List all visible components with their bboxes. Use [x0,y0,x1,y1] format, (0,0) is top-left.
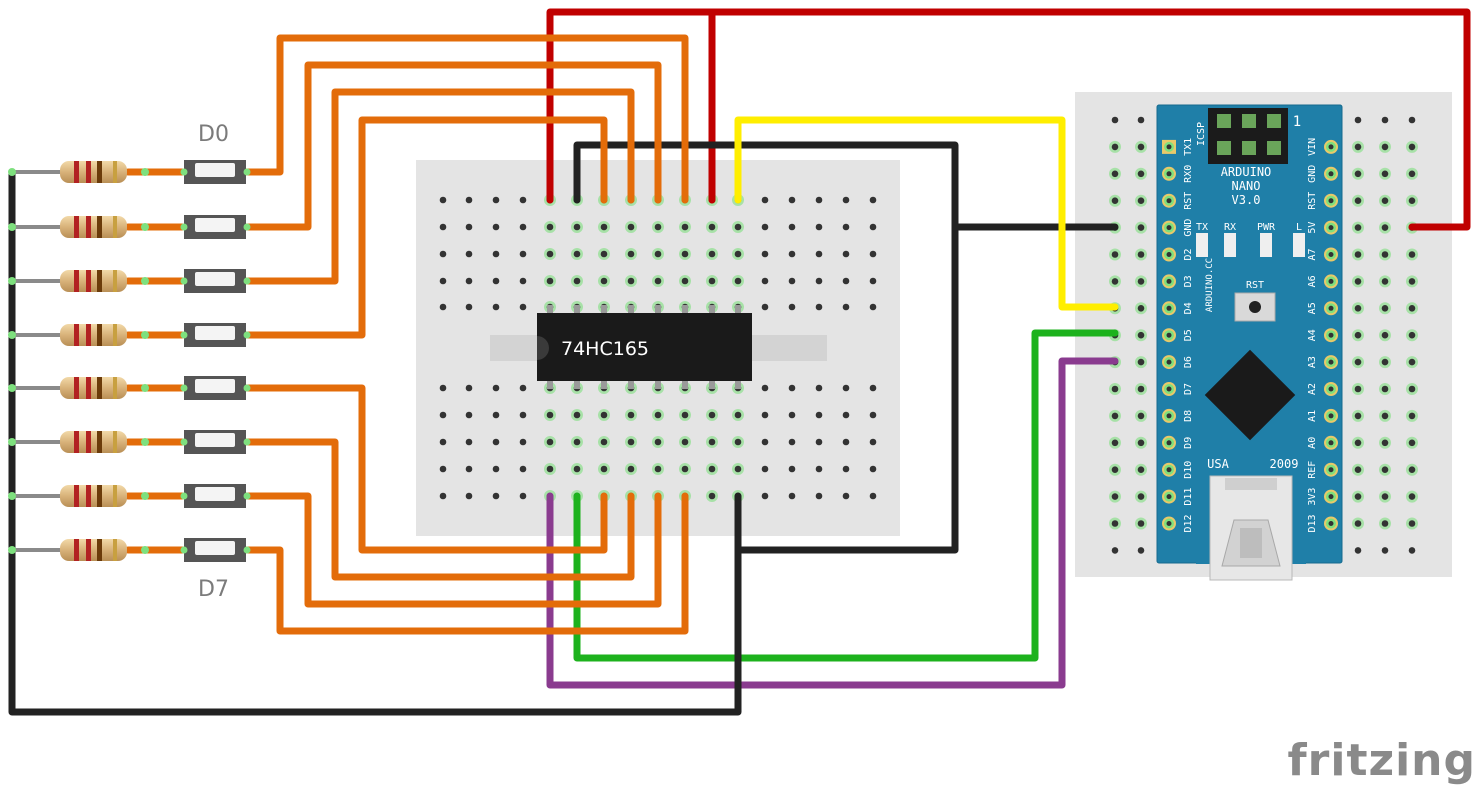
wire-orange-data-bottom [241,492,689,635]
icsp-pin1-label: 1 [1293,114,1301,130]
nano-pin-label-right: VIN [1307,138,1318,156]
resistor [60,485,127,507]
led-label: RX [1224,222,1236,233]
fritzing-watermark: fritzing [1287,735,1476,786]
arduino-nano: ARDUINO NANO V3.0 ICSP 1 USA 2009 ARDUIN… [1156,104,1343,581]
nano-pin-label-right: A2 [1307,383,1318,395]
nano-pin-label-left: GND [1183,219,1194,237]
nano-pin-label-right: 3V3 [1307,488,1318,506]
resistor [60,270,127,292]
74hc165-chip [537,305,752,389]
nano-version: V3.0 [1232,193,1261,207]
switch-label-d0: D0 [198,122,229,147]
nano-pin-label-right: 5V [1307,222,1318,234]
icsp-label: ICSP [1196,122,1207,146]
wire-black-gnd-top [573,141,959,554]
nano-pin-label-left: D10 [1183,461,1194,479]
nano-pin-label-right: A7 [1307,248,1318,260]
nano-pin-label-right: REF [1307,461,1318,479]
nano-pin-label-left: D2 [1183,248,1194,260]
push-button-switch[interactable] [184,376,246,400]
usa-label: USA [1207,457,1229,471]
led-label: L [1296,222,1302,233]
nano-pin-label-right: A0 [1307,437,1318,449]
resistor [60,431,127,453]
nano-pin-label-right: A4 [1307,329,1318,341]
nano-pin-label-left: RX0 [1183,165,1194,183]
main-breadboard [416,160,900,536]
led-label: TX [1196,222,1208,233]
nano-pin-label-left: D12 [1183,514,1194,532]
nano-pin-label-left: D7 [1183,383,1194,395]
led-label: PWR [1257,222,1276,233]
wire-orange-data-top [241,88,635,285]
nano-pin-label-left: D11 [1183,488,1194,506]
nano-pin-label-right: A3 [1307,356,1318,368]
resistor [60,216,127,238]
nano-pin-label-right: A1 [1307,410,1318,422]
resistor [60,161,127,183]
nano-pin-label-left: D8 [1183,410,1194,422]
nano-pin-label-right: RST [1307,192,1318,210]
nano-name-line1: ARDUINO [1221,165,1272,179]
resistor [60,324,127,346]
push-button-switch[interactable] [184,430,246,454]
wire-orange-data-top [241,116,608,339]
push-button-switch[interactable] [184,160,246,184]
push-button-switch[interactable] [184,215,246,239]
wire-red-5v [546,8,1471,231]
nano-pin-label-left: D4 [1183,302,1194,314]
switch-label-d7: D7 [198,577,229,602]
nano-pin-label-left: TX1 [1183,138,1194,156]
nano-pin-label-left: RST [1183,192,1194,210]
nano-pin-label-left: D5 [1183,329,1194,341]
nano-pin-label-right: A6 [1307,275,1318,287]
year-label: 2009 [1270,457,1299,471]
resistor [60,539,127,561]
nano-name-line2: NANO [1232,179,1261,193]
nano-pin-label-left: D3 [1183,275,1194,287]
wires [8,8,1471,716]
push-button-switch[interactable] [184,269,246,293]
atmega-chip [1204,349,1296,441]
wire-orange-data-bottom [241,438,635,581]
wire-orange-data-top [241,61,662,231]
nano-pin-label-left: D6 [1183,356,1194,368]
wire-yellow [734,116,1119,311]
site-label: ARDUINO.CC [1205,258,1215,312]
chip-label: 74HC165 [561,338,649,360]
nano-pin-label-right: D13 [1307,514,1318,532]
nano-pin-label-right: GND [1307,165,1318,183]
wire-orange-data-bottom [241,492,662,608]
nano-pin-label-right: A5 [1307,302,1318,314]
wire-purple [546,357,1119,689]
push-button-switch[interactable] [184,538,246,562]
push-button-switch[interactable] [184,323,246,347]
wire-orange-data-bottom [241,384,608,554]
push-button-switch[interactable] [184,484,246,508]
wire-orange-data-top [241,34,689,204]
resistor [60,377,127,399]
nano-pin-label-left: D9 [1183,437,1194,449]
reset-label: RST [1246,280,1264,291]
